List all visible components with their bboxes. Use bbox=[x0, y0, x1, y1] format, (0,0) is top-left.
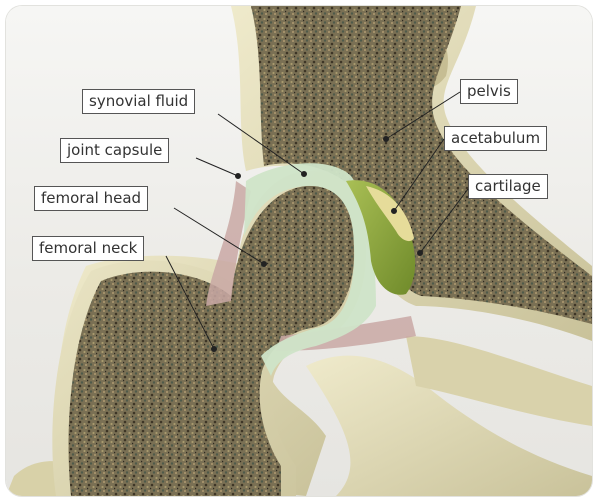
label-cartilage: cartilage bbox=[468, 174, 548, 199]
label-pelvis: pelvis bbox=[460, 79, 518, 104]
label-synovial-fluid: synovial fluid bbox=[82, 89, 195, 114]
label-femoral-head: femoral head bbox=[34, 186, 148, 211]
label-acetabulum: acetabulum bbox=[444, 126, 547, 151]
label-femoral-neck: femoral neck bbox=[32, 236, 144, 261]
hip-joint-diagram: synovial fluid pelvis joint capsule acet… bbox=[6, 6, 592, 496]
label-joint-capsule: joint capsule bbox=[60, 138, 169, 163]
